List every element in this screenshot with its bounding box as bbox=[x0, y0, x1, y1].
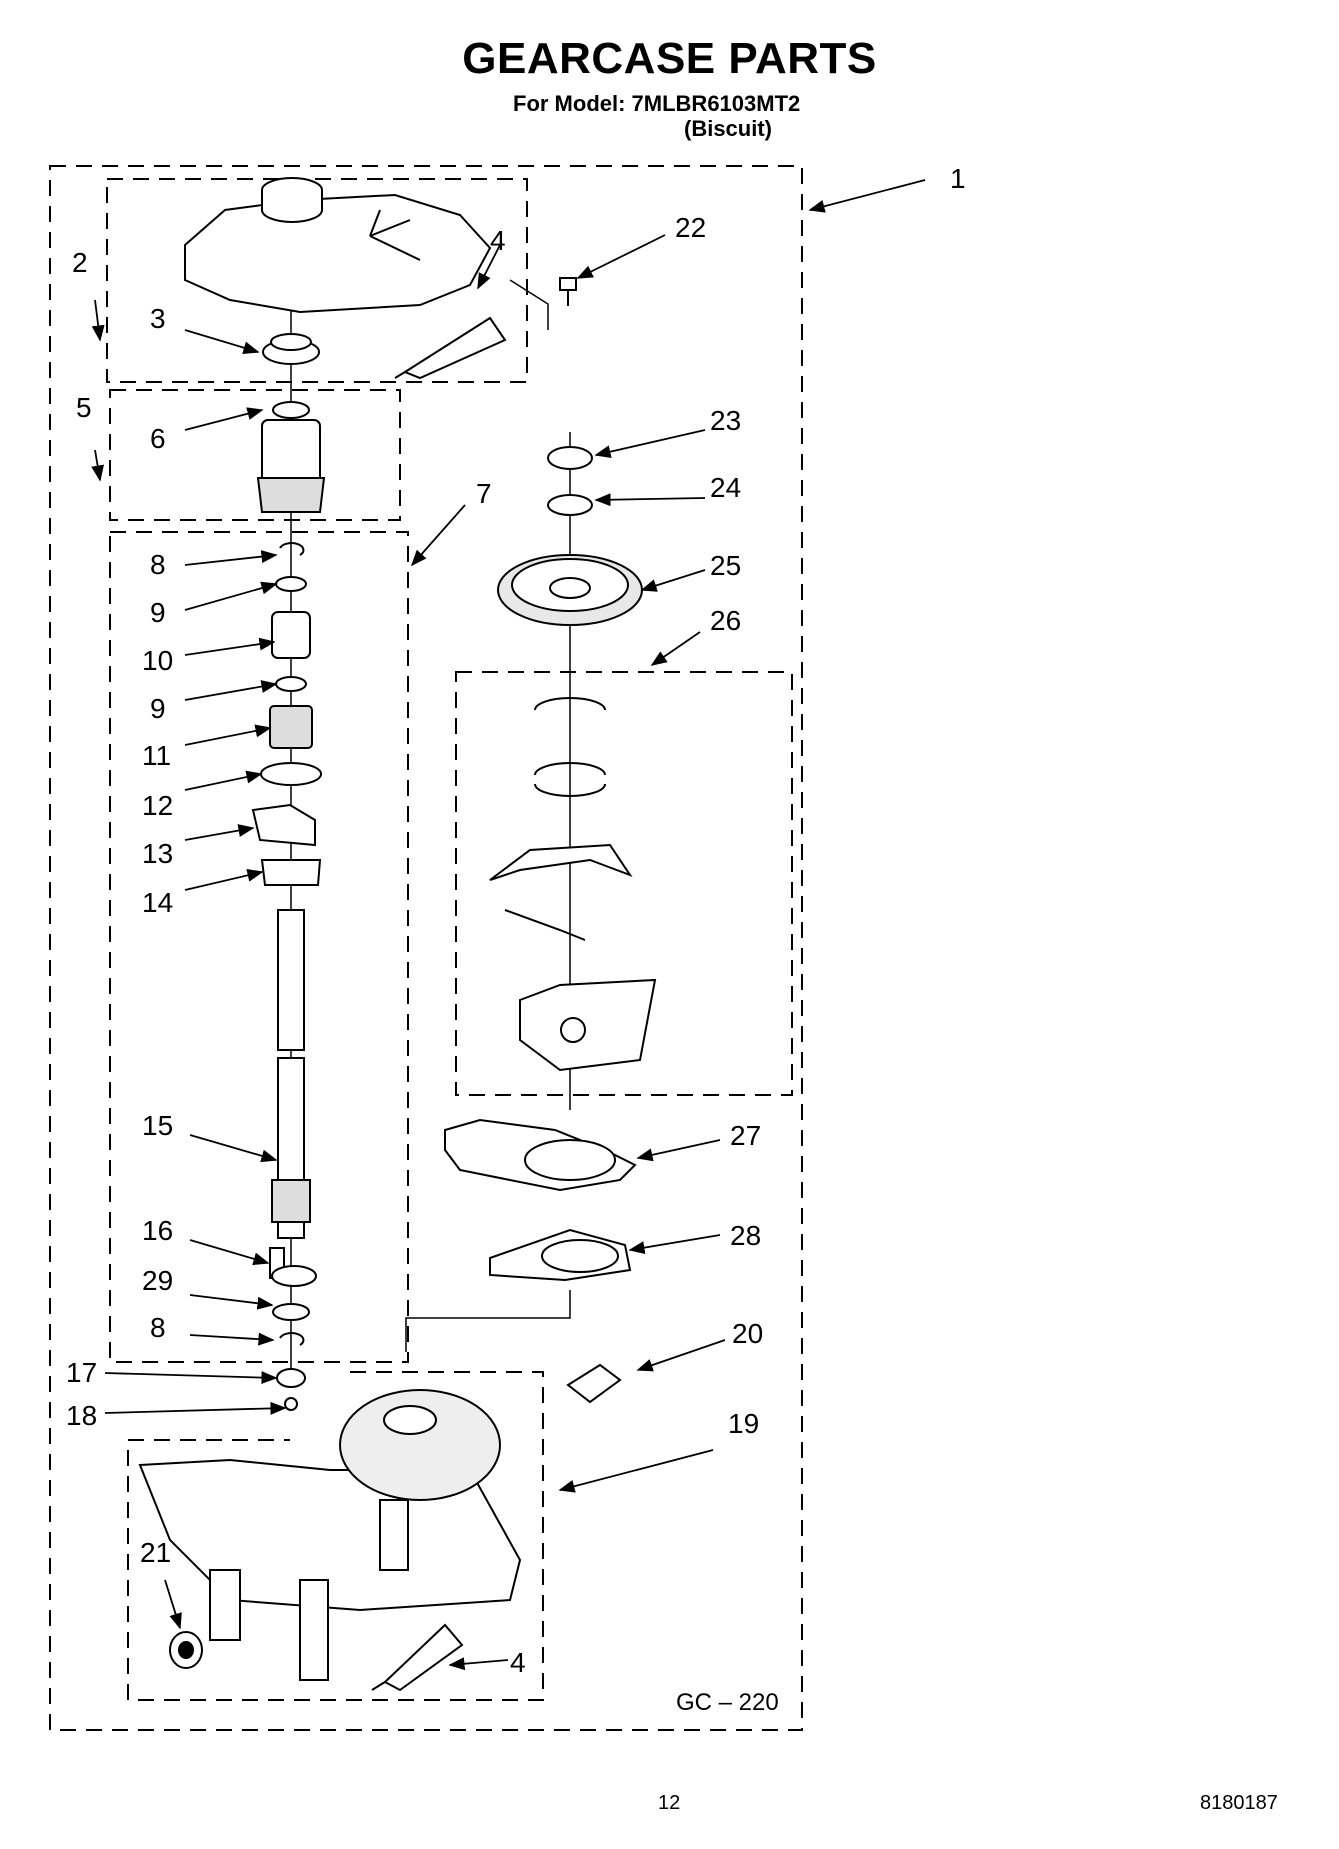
callout-8-lower: 8 bbox=[150, 1312, 166, 1343]
callout-26: 26 bbox=[710, 605, 741, 636]
ball-18 bbox=[284, 1397, 298, 1411]
group-box-26-shift bbox=[455, 671, 793, 1096]
clutch-14 bbox=[260, 859, 322, 886]
plate-26 bbox=[519, 978, 657, 1072]
page-number: 12 bbox=[658, 1792, 681, 1814]
bracket-20 bbox=[566, 1363, 622, 1404]
callout-27: 27 bbox=[730, 1120, 761, 1151]
ring-23 bbox=[547, 446, 593, 470]
bushing-17 bbox=[276, 1368, 306, 1388]
callout-16: 16 bbox=[142, 1215, 173, 1246]
washer-9a bbox=[275, 576, 307, 592]
callout-22: 22 bbox=[675, 212, 706, 243]
group-box-2-cover bbox=[106, 178, 528, 383]
sealant-tube-4a bbox=[402, 316, 507, 380]
callout-13: 13 bbox=[142, 838, 173, 869]
sealant-tube-4b bbox=[383, 1623, 464, 1692]
washer-24 bbox=[547, 494, 593, 516]
ring-26a bbox=[534, 697, 606, 711]
callout-23: 23 bbox=[710, 405, 741, 436]
group-box-1-gearcase bbox=[49, 165, 803, 1731]
callout-8-top: 8 bbox=[150, 549, 166, 580]
callout-3: 3 bbox=[150, 303, 166, 334]
callout-18: 18 bbox=[66, 1400, 97, 1431]
washer-29 bbox=[271, 1265, 317, 1287]
callout-1: 1 bbox=[950, 163, 966, 194]
shaft-15-upper bbox=[277, 909, 305, 1051]
callout-12: 12 bbox=[142, 790, 173, 821]
callout-29: 29 bbox=[142, 1265, 173, 1296]
group-box-5-pinion bbox=[109, 389, 401, 521]
page-title: GEARCASE PARTS bbox=[462, 34, 877, 83]
gearcase-19 bbox=[138, 1389, 522, 1681]
callout-25: 25 bbox=[710, 550, 741, 581]
callout-9-lower: 9 bbox=[150, 693, 166, 724]
callout-17: 17 bbox=[66, 1357, 97, 1388]
cam-13 bbox=[251, 803, 316, 847]
retaining-ring-8b bbox=[279, 1332, 305, 1346]
washer-9b bbox=[275, 676, 307, 692]
gear-11 bbox=[269, 705, 313, 749]
callout-2: 2 bbox=[72, 247, 88, 278]
callout-20: 20 bbox=[732, 1318, 763, 1349]
gear-cover-part bbox=[184, 177, 492, 314]
callout-9-top: 9 bbox=[150, 597, 166, 628]
group-box-7-shaft bbox=[109, 531, 409, 1363]
group-box-19-case bbox=[127, 1371, 544, 1701]
callout-5: 5 bbox=[76, 392, 92, 423]
shift-arm-26 bbox=[489, 843, 633, 881]
callout-4-bottom: 4 bbox=[510, 1647, 526, 1678]
callout-14: 14 bbox=[142, 887, 173, 918]
callout-19: 19 bbox=[728, 1408, 759, 1439]
document-number: 8180187 bbox=[1200, 1792, 1278, 1814]
callout-6: 6 bbox=[150, 423, 166, 454]
diagram-code: GC – 220 bbox=[676, 1689, 779, 1716]
callout-28: 28 bbox=[730, 1220, 761, 1251]
model-color: (Biscuit) bbox=[684, 116, 772, 141]
callout-4-top: 4 bbox=[490, 225, 506, 256]
spring-10 bbox=[271, 611, 311, 659]
callout-7: 7 bbox=[476, 478, 492, 509]
ring-12 bbox=[260, 762, 322, 786]
screw-22 bbox=[559, 277, 577, 306]
callout-24: 24 bbox=[710, 472, 741, 503]
callout-10: 10 bbox=[142, 645, 173, 676]
callout-15: 15 bbox=[142, 1110, 173, 1141]
callout-21: 21 bbox=[140, 1537, 171, 1568]
retaining-ring-8a bbox=[279, 542, 305, 556]
model-number: For Model: 7MLBR6103MT2 bbox=[513, 91, 801, 116]
callout-11: 11 bbox=[142, 740, 171, 771]
